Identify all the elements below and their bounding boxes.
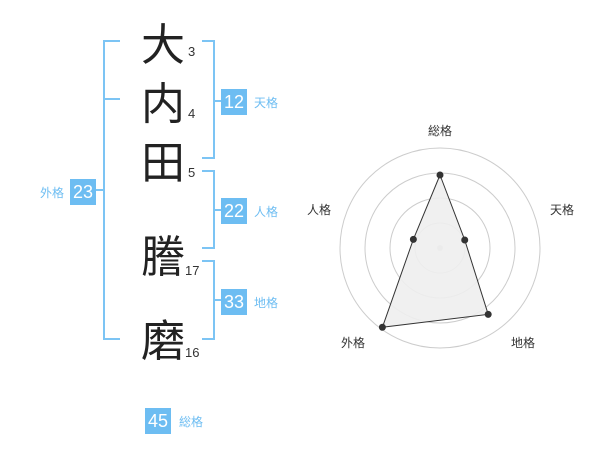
stroke-count-2: 4 <box>188 106 196 121</box>
radar-polygon <box>381 173 489 328</box>
radar-point-4 <box>409 235 417 243</box>
stroke-count-5: 16 <box>185 345 200 360</box>
name-char-4: 謄 <box>141 232 185 283</box>
chikaku-label: 地格 <box>254 296 279 310</box>
radar-axis-label-gaikaku: 外格 <box>341 336 366 350</box>
radar-point-1 <box>461 236 469 244</box>
radar-ring-4 <box>339 147 541 349</box>
radar-point-3 <box>378 323 386 331</box>
gaikaku-score: 23 <box>70 179 97 205</box>
name-char-5: 磨 <box>141 316 185 367</box>
stroke-count-1: 3 <box>188 44 196 59</box>
radar-axis-label-chikaku: 地格 <box>511 336 536 350</box>
name-char-3: 田 <box>141 138 185 189</box>
jinkaku-label: 人格 <box>254 205 279 219</box>
radar-axis-label-jinkaku: 人格 <box>307 203 332 217</box>
gaikaku-label: 外格 <box>40 186 65 200</box>
tenkaku-label: 天格 <box>254 96 279 110</box>
soukaku-score: 45 <box>145 408 172 434</box>
radar-point-0 <box>436 171 444 179</box>
jinkaku-score: 22 <box>221 198 248 224</box>
name-char-1: 大 <box>141 20 185 71</box>
radar-point-2 <box>484 310 492 318</box>
stroke-count-4: 17 <box>185 263 200 278</box>
radar-axis-label-soukaku: 総格 <box>428 124 453 138</box>
chikaku-score: 33 <box>221 289 248 315</box>
stroke-count-3: 5 <box>188 165 196 180</box>
name-char-2: 内 <box>141 79 185 130</box>
tenkaku-score: 12 <box>221 89 248 115</box>
radar-axis-label-tenkaku: 天格 <box>550 203 575 217</box>
soukaku-label: 総格 <box>179 415 204 429</box>
tenkaku-bracket <box>202 40 215 159</box>
